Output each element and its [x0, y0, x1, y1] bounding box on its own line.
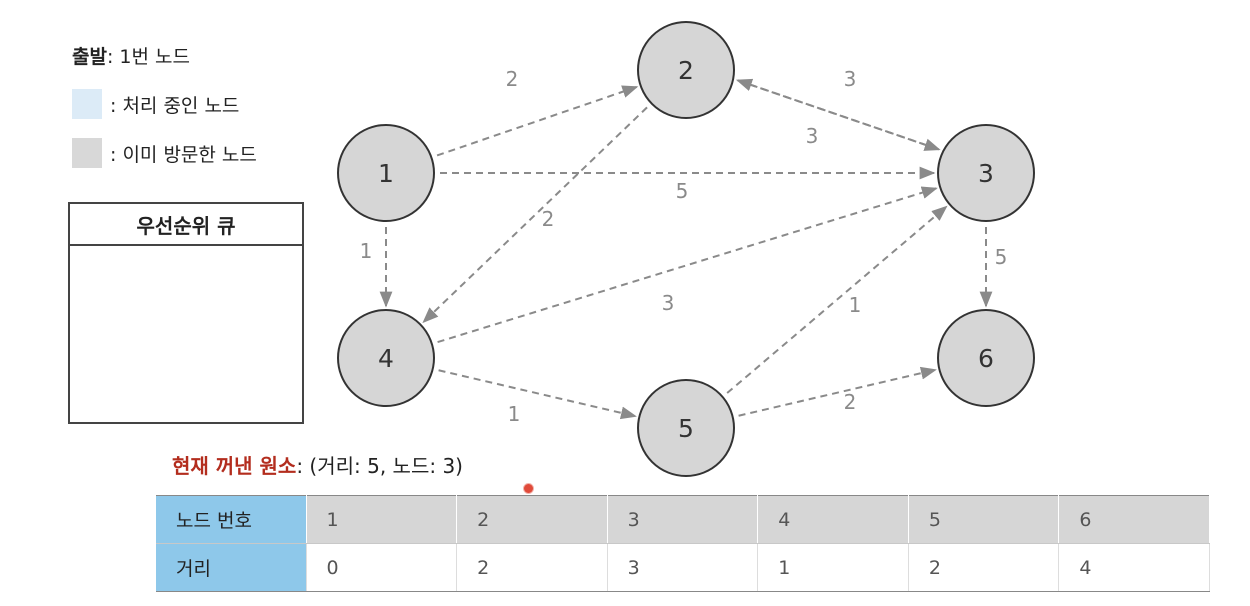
node-label-4: 4	[378, 344, 394, 373]
edge-5-6	[738, 366, 937, 417]
edge-weight-1-4: 1	[360, 239, 373, 263]
node-3: 3	[937, 124, 1035, 222]
edge-4-3	[437, 186, 938, 344]
node-circle-4	[337, 309, 435, 407]
current-value: : (거리: 5, 노드: 3)	[296, 454, 463, 478]
cell-node-1: 1	[306, 495, 458, 544]
legend-start: 출발: 1번 노드	[72, 42, 257, 68]
edge-2-4	[422, 106, 648, 324]
edge-weight-3-2: 3	[806, 124, 819, 148]
cell-node-3: 3	[607, 495, 759, 544]
node-circle-2	[637, 21, 735, 119]
edge-1-2	[436, 85, 639, 157]
distance-table: 노드 번호 1 2 3 4 5 6 거리 0 2 3 1 2 4	[156, 495, 1210, 592]
node-label-5: 5	[678, 414, 694, 443]
visited-swatch	[72, 138, 102, 168]
node-4: 4	[337, 309, 435, 407]
node-6: 6	[937, 309, 1035, 407]
node-1: 1	[337, 124, 435, 222]
legend-processing: : 처리 중인 노드	[72, 89, 257, 119]
start-value: : 1번 노드	[106, 45, 190, 68]
node-circle-1	[337, 124, 435, 222]
node-label-6: 6	[978, 344, 994, 373]
cell-dist-2: 2	[456, 543, 608, 592]
edge-5-3	[726, 205, 948, 394]
node-label-3: 3	[978, 159, 994, 188]
node-circle-3	[937, 124, 1035, 222]
start-label: 출발	[72, 45, 107, 68]
current-label: 현재 꺼낸 원소	[172, 454, 297, 478]
edge-weight-4-5: 1	[508, 402, 521, 426]
cell-dist-5: 2	[908, 543, 1060, 592]
node-circle-5	[637, 379, 735, 477]
priority-queue-title: 우선순위 큐	[70, 204, 302, 246]
edge-4-5	[438, 369, 637, 420]
legend-visited: : 이미 방문한 노드	[72, 138, 257, 168]
edge-weight-4-3: 3	[662, 291, 675, 315]
node-2: 2	[637, 21, 735, 119]
edge-weight-2-4: 2	[542, 207, 555, 231]
node-label-1: 1	[378, 159, 394, 188]
node-circle-6	[937, 309, 1035, 407]
cell-node-5: 5	[908, 495, 1060, 544]
graph-diagram: 2 5 1 3 2 3 5 3 1 1 2 1 2 3 4 5 6	[337, 21, 1035, 477]
cell-dist-6: 4	[1058, 543, 1210, 592]
table-row-nodes: 노드 번호 1 2 3 4 5 6	[156, 495, 1210, 544]
visited-label: : 이미 방문한 노드	[110, 143, 257, 166]
edge-weight-3-6: 5	[995, 245, 1008, 269]
edge-weight-1-2: 2	[506, 67, 519, 91]
edge-weight-2-3: 3	[844, 67, 857, 91]
node-label-2: 2	[678, 56, 694, 85]
edge-weight-5-6: 2	[844, 390, 857, 414]
cell-dist-3: 3	[607, 543, 759, 592]
current-element: 현재 꺼낸 원소: (거리: 5, 노드: 3)	[172, 450, 463, 479]
cell-node-6: 6	[1058, 495, 1210, 544]
row-header-distance: 거리	[156, 543, 307, 592]
node-5: 5	[637, 379, 735, 477]
processing-swatch	[72, 89, 102, 119]
legend: 출발: 1번 노드 : 처리 중인 노드 : 이미 방문한 노드	[72, 42, 257, 189]
cell-dist-4: 1	[757, 543, 909, 592]
cell-node-2: 2	[456, 495, 608, 544]
cursor-dot	[523, 483, 534, 494]
table-row-distances: 거리 0 2 3 1 2 4	[156, 543, 1210, 592]
cell-dist-1: 0	[306, 543, 458, 592]
processing-label: : 처리 중인 노드	[110, 94, 240, 117]
cell-node-4: 4	[757, 495, 909, 544]
row-header-node: 노드 번호	[156, 495, 307, 544]
edge-weight-1-3: 5	[676, 179, 689, 203]
edge-weight-5-3: 1	[849, 293, 862, 317]
priority-queue: 우선순위 큐	[68, 202, 304, 424]
